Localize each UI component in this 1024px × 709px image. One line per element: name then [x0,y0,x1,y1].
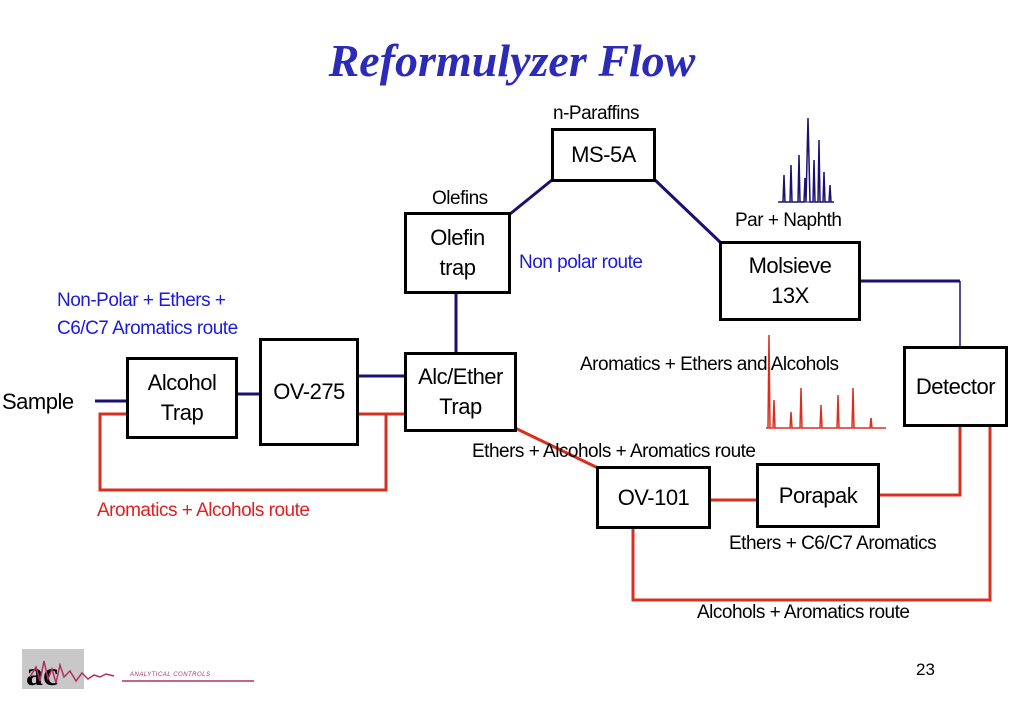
alcohol-trap: Alcohol Trap [126,357,238,439]
alc-ether-trap: Alc/Ether Trap [404,352,517,432]
ov101-column: OV-101 [596,466,711,529]
label-ethers-alcohols-aromatics-route: Ethers + Alcohols + Aromatics route [472,441,756,462]
molsieve-13x-column: Molsieve 13X [719,241,861,321]
chromatogram-blue-icon [778,117,834,203]
page-number: 23 [916,660,935,679]
page-title: Reformulyzer Flow [328,35,696,86]
porapak-column: Porapak [756,463,880,528]
logo-text: ANALYTICAL CONTROLS [130,672,211,678]
label-sample: Sample [2,389,74,414]
label-alcohols-aromatics-route: Alcohols + Aromatics route [697,602,910,623]
analytical-controls-logo: ac [22,649,254,691]
ov275-column: OV-275 [259,338,359,446]
label-ethers-c6c7-aromatics: Ethers + C6/C7 Aromatics [729,533,937,554]
label-aromatics-ethers-alcohols: Aromatics + Ethers and Alcohols [580,354,839,375]
label-non-polar-ethers-line2: C6/C7 Aromatics route [57,318,238,339]
blue-route-lines [95,178,961,403]
label-aromatics-alcohols-route: Aromatics + Alcohols route [97,500,310,521]
label-non-polar-ethers-line1: Non-Polar + Ethers + [57,290,226,311]
olefin-trap: Olefin trap [404,212,511,294]
red-route-lines [98,412,992,602]
label-par-naphth: Par + Naphth [735,210,842,231]
detector: Detector [903,346,1008,427]
label-non-polar-route: Non polar route [519,252,643,273]
ms5a-column: MS-5A [551,128,656,182]
label-olefins: Olefins [432,188,488,209]
label-n-paraffins: n-Paraffins [553,103,640,124]
chromatogram-red-icon [766,334,886,429]
